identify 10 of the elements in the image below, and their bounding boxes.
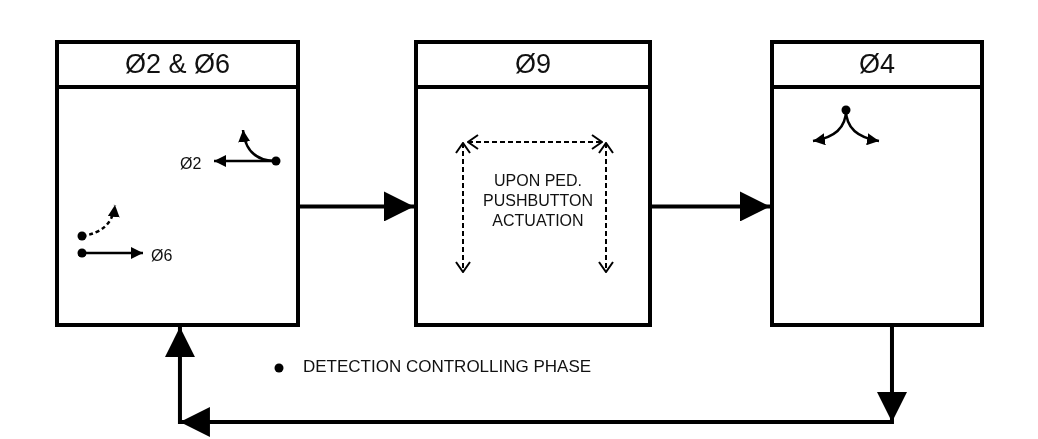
- movement-label: Ø6: [151, 246, 173, 266]
- movement-label: Ø2: [180, 154, 202, 174]
- phase-box: [55, 40, 300, 327]
- phase-title: Ø9: [515, 49, 551, 80]
- phase-title: Ø4: [859, 49, 895, 80]
- phase-title: Ø2 & Ø6: [124, 49, 230, 80]
- note-text: UPON PED. PUSHBUTTON ACTUATION: [483, 171, 593, 231]
- phase-box: [414, 40, 652, 327]
- phase-box: [770, 40, 984, 327]
- legend-text: DETECTION CONTROLLING PHASE: [303, 357, 592, 377]
